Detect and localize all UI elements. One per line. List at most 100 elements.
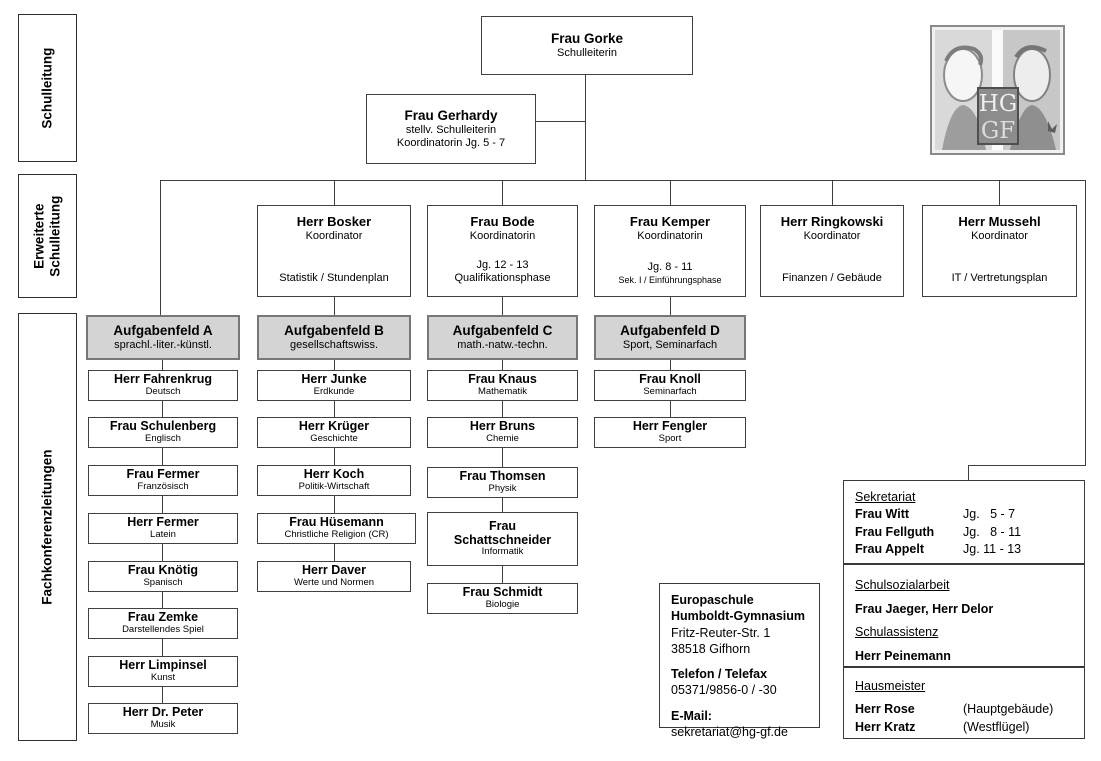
hausmeister-panel: Hausmeister Herr Rose (Hauptgebäude) Her… (843, 667, 1085, 739)
subject-head-box: Frau Zemke Darstellendes Spiel (88, 608, 238, 639)
subject-head-box: Frau Thomsen Physik (427, 467, 578, 498)
contact-panel: Europaschule Humboldt-Gymnasium Fritz-Re… (659, 583, 820, 739)
subject-label: Werte und Normen (293, 576, 375, 588)
connector-line (536, 121, 586, 122)
task-field-title: Aufgabenfeld A (113, 323, 213, 339)
logo-letters-bottom: GF (981, 118, 1015, 144)
task-field-d-header: Aufgabenfeld D Sport, Seminarfach (594, 315, 746, 360)
org-box-coordinator-mussehl: Herr Mussehl Koordinator IT / Vertretung… (922, 205, 1077, 297)
schulsozialarbeit-panel: Schulsozialarbeit Frau Jaeger, Herr Delo… (843, 564, 1085, 667)
connector-line (334, 180, 335, 205)
connector-line (502, 448, 503, 467)
subject-label: Kunst (150, 671, 176, 683)
person-role: Koordinator (305, 229, 363, 242)
connector-line (502, 297, 503, 315)
person-name: Herr Koch (303, 467, 365, 482)
person-role: Koordinatorin (469, 229, 536, 242)
sidebar-section-fachkonferenzleitungen: Fachkonferenzleitungen (18, 313, 77, 741)
person-name: Herr Peinemann (855, 648, 951, 663)
subject-head-box: Herr Bruns Chemie (427, 417, 578, 448)
sidebar-label: Erweiterte Schulleitung (31, 195, 63, 277)
subject-label: Sport (658, 432, 682, 444)
coordinator-area: Qualifikationsphase (454, 272, 551, 285)
subject-head-box: Frau Knaus Mathematik (427, 370, 578, 401)
org-box-coordinator-bosker: Herr Bosker Koordinator Statistik / Stun… (257, 205, 411, 297)
person-name: Frau Hüsemann (289, 515, 384, 530)
person-name: Frau Witt (855, 507, 910, 522)
subject-head-box: Herr Fahrenkrug Deutsch (88, 370, 238, 401)
connector-line (162, 639, 163, 656)
subject-head-box: Herr Dr. Peter Musik (88, 703, 238, 734)
connector-line (502, 180, 503, 205)
staff-row: Herr Kratz (Westflügel) (855, 719, 1073, 735)
person-name: Herr Fahrenkrug (114, 372, 212, 387)
connector-line (585, 75, 586, 180)
subject-label: Informatik (481, 546, 524, 558)
subject-head-box: Herr Fermer Latein (88, 513, 238, 544)
coordinator-top: Herr Bosker Koordinator (297, 214, 371, 244)
coordinator-top: Herr Ringkowski Koordinator (780, 214, 884, 244)
org-box-coordinator-kemper: Frau Kemper Koordinatorin Jg. 8 - 11 Sek… (594, 205, 746, 297)
person-name: Herr Ringkowski (780, 214, 884, 229)
subject-head-box: Frau Schattschneider Informatik (427, 512, 578, 566)
subject-label: Englisch (145, 432, 181, 444)
coordinator-bottom: Jg. 12 - 13 Qualifikationsphase (454, 259, 550, 287)
org-box-coordinator-bode: Frau Bode Koordinatorin Jg. 12 - 13 Qual… (427, 205, 578, 297)
person-name: Herr Mussehl (958, 214, 1041, 229)
subject-label: Christliche Religion (CR) (284, 528, 389, 540)
logo-monogram: HG GF (977, 87, 1019, 145)
person-name: Frau Bode (470, 214, 535, 229)
subject-head-box: Herr Daver Werte und Normen (257, 561, 411, 592)
connector-line (502, 400, 503, 417)
subject-head-box: Frau Knötig Spanisch (88, 561, 238, 592)
connector-line (502, 498, 503, 512)
contact-org-line2: Humboldt-Gymnasium (671, 609, 806, 624)
org-box-coordinator-ringkowski: Herr Ringkowski Koordinator Finanzen / G… (760, 205, 904, 297)
person-name: Herr Rose (855, 702, 915, 717)
person-role: Koordinator (803, 229, 861, 242)
coordinator-bottom: Statistik / Stundenplan (279, 272, 388, 286)
subject-label: Latein (150, 528, 176, 540)
task-field-subtitle: sprachl.-liter.-künstl. (114, 338, 212, 351)
person-name: Herr Krüger (298, 419, 370, 434)
sidebar-label: Fachkonferenzleitungen (39, 449, 55, 605)
task-field-c-header: Aufgabenfeld C math.-natw.-techn. (427, 315, 578, 360)
contact-org-line1: Europaschule (671, 593, 754, 607)
coordinator-top: Frau Bode Koordinatorin (469, 214, 536, 244)
logo-sprig (1048, 121, 1057, 133)
coordinator-detail: Jg. 12 - 13 (476, 258, 529, 271)
connector-line (162, 496, 163, 513)
subject-label: Geschichte (310, 432, 358, 444)
coordinator-bottom: Finanzen / Gebäude (782, 272, 882, 286)
connector-line (334, 360, 335, 370)
sekretariat-panel: Sekretariat Frau Witt Jg. 5 - 7 Frau Fel… (843, 480, 1085, 564)
staff-row: Frau Witt Jg. 5 - 7 (855, 506, 1073, 522)
person-role: Schulleiterin (557, 46, 617, 59)
subject-label: Musik (150, 718, 176, 730)
schulassistenz-title: Schulassistenz (855, 624, 939, 639)
subject-head-box: Frau Fermer Französisch (88, 465, 238, 496)
connector-line (999, 180, 1000, 205)
connector-line (162, 448, 163, 465)
subject-label: Spanisch (143, 576, 183, 588)
subject-label: Seminarfach (643, 385, 697, 397)
logo-portrait-left (942, 45, 986, 150)
sekretariat-title: Sekretariat (855, 490, 916, 504)
person-name: Frau Knoll (639, 372, 701, 387)
spacer (671, 699, 808, 708)
person-name: Herr Junke (301, 372, 367, 387)
person-name: Frau Fermer (126, 467, 200, 482)
person-name: Frau Kemper (629, 214, 711, 229)
org-box-deputy: Frau Gerhardy stellv. Schulleiterin Koor… (366, 94, 536, 164)
connector-line (162, 592, 163, 608)
connector-line (502, 566, 503, 583)
coordinator-area: Sek. I / Einführungsphase (618, 274, 722, 285)
staff-row: Frau Appelt Jg. 11 - 13 (855, 541, 1073, 557)
contact-email: sekretariat@hg-gf.de (671, 724, 788, 739)
logo-graphic: HG GF (930, 25, 1065, 155)
school-logo: HG GF (930, 25, 1065, 155)
task-field-a-header: Aufgabenfeld A sprachl.-liter.-künstl. (86, 315, 240, 360)
connector-line (334, 496, 335, 513)
grade-range: Jg. 11 - 13 (963, 541, 1022, 556)
